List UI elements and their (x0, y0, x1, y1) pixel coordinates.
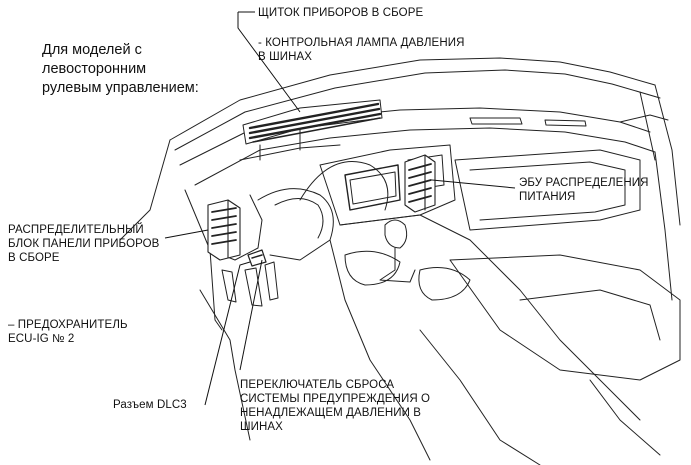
pedal-2 (244, 267, 263, 307)
a-pillar-right-inner (639, 91, 656, 161)
junction-block-label: РАСПРЕДЕЛИТЕЛЬНЫЙ БЛОК ПАНЕЛИ ПРИБОРОВ В… (8, 223, 159, 265)
model-note-line: Для моделей с (42, 42, 142, 58)
leader-junction-block (164, 229, 209, 239)
windshield-inner-edge (174, 69, 661, 151)
pedal-1 (221, 269, 237, 303)
dlc3-label: Разъем DLC3 (113, 398, 187, 412)
junction-block-line: БЛОК ПАНЕЛИ ПРИБОРОВ (8, 238, 160, 250)
glovebox (454, 149, 641, 231)
leader-power-ecu (431, 179, 516, 189)
power-ecu-module (404, 154, 436, 213)
power-ecu-line: ПИТАНИЯ (519, 191, 576, 203)
cupholder (344, 250, 401, 286)
tire-pressure-lamp-line: В ШИНАХ (258, 51, 313, 63)
power-ecu-label: ЭБУ РАСПРЕДЕЛЕНИЯ ПИТАНИЯ (519, 176, 649, 204)
fuse-line: ECU-IG № 2 (8, 333, 75, 345)
instrument-panel-title: ЩИТОК ПРИБОРОВ В СБОРЕ (258, 7, 424, 19)
a-pillar-left (119, 139, 171, 241)
power-ecu-line: ЭБУ РАСПРЕДЕЛЕНИЯ (519, 177, 649, 189)
reset-switch-line: НЕНАДЛЕЖАЩЕМ ДАВЛЕНИИ В (240, 407, 422, 419)
tire-pressure-lamp-line: - КОНТРОЛЬНАЯ ЛАМПА ДАВЛЕНИЯ (258, 37, 465, 49)
seat-cushion (419, 329, 541, 465)
fuse-line: – ПРЕДОХРАНИТЕЛЬ (8, 319, 128, 331)
left-dash-face (184, 189, 223, 331)
model-note-line: рулевым управлением: (42, 80, 199, 96)
console-left (329, 239, 431, 461)
windshield-top-edge (169, 57, 656, 141)
armrest (449, 254, 681, 381)
dlc3-text: Разъем DLC3 (113, 399, 187, 411)
reset-switch-label: ПЕРЕКЛЮЧАТЕЛЬ СБРОСА СИСТЕМЫ ПРЕДУПРЕЖДЕ… (240, 378, 430, 434)
leader-reset-switch (239, 259, 263, 371)
tire-pressure-lamp-label: - КОНТРОЛЬНАЯ ЛАМПА ДАВЛЕНИЯ В ШИНАХ (258, 36, 465, 64)
instrument-panel-label: ЩИТОК ПРИБОРОВ В СБОРЕ (258, 6, 423, 20)
dlc3-connector (247, 249, 267, 267)
leader-dlc3 (204, 261, 251, 406)
dash-defroster-vent-2 (544, 119, 587, 127)
cluster-hood (239, 144, 341, 161)
dash-defroster-vent (469, 117, 523, 125)
floor-left (199, 289, 251, 441)
display-screen (344, 164, 401, 211)
dash-corner-right (619, 114, 669, 123)
dash-top-surface-front (194, 127, 656, 186)
reset-switch-line: ПЕРЕКЛЮЧАТЕЛЬ СБРОСА (240, 379, 395, 391)
reset-switch-line: СИСТЕМЫ ПРЕДУПРЕЖДЕНИЯ О (240, 393, 431, 405)
junction-block-line: В СБОРЕ (8, 252, 60, 264)
right-door-edge (654, 151, 673, 301)
steering-shroud (299, 161, 389, 211)
model-note: Для моделей с левосторонним рулевым упра… (42, 41, 199, 98)
junction-block-line: РАСПРЕДЕЛИТЕЛЬНЫЙ (8, 224, 144, 236)
console-top (339, 214, 641, 421)
junction-block-module (207, 199, 241, 261)
pedal-3 (264, 261, 279, 301)
shift-knob (384, 219, 408, 249)
a-pillar-right (654, 84, 681, 226)
fuse-label: – ПРЕДОХРАНИТЕЛЬ ECU-IG № 2 (8, 318, 128, 346)
model-note-line: левосторонним (42, 61, 147, 77)
leader-instrument-panel (237, 12, 301, 113)
reset-switch-line: ШИНАХ (240, 421, 283, 433)
steering-column-area (257, 188, 334, 261)
